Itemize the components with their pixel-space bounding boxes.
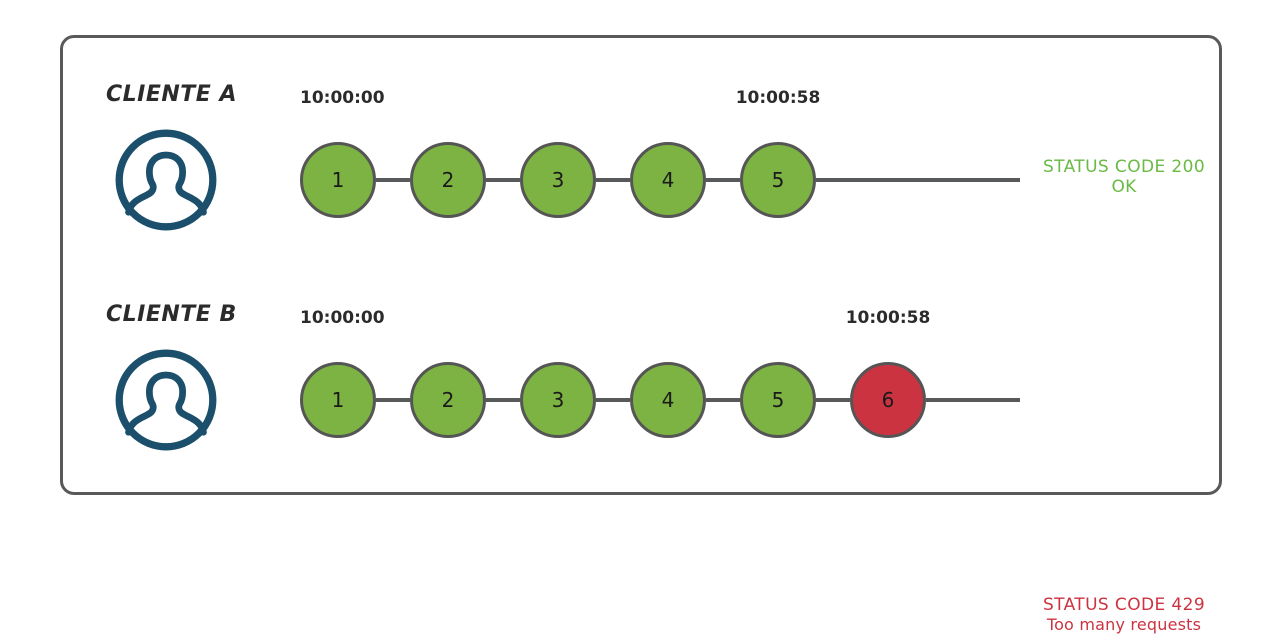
response-connector <box>926 398 1020 402</box>
timestamp-start-a: 10:00:00 <box>300 88 385 108</box>
request-node-2[interactable]: 2 <box>410 362 486 438</box>
status-text-b: Too many requests <box>1046 615 1202 634</box>
timestamp-start-b: 10:00:00 <box>300 308 385 328</box>
request-connector <box>706 398 740 402</box>
status-message-b: STATUS CODE 429 Too many requests <box>1024 595 1224 634</box>
request-node-4[interactable]: 4 <box>630 142 706 218</box>
request-node-3[interactable]: 3 <box>520 362 596 438</box>
request-connector <box>596 178 630 182</box>
request-connector <box>596 398 630 402</box>
request-connector <box>706 178 740 182</box>
request-connector <box>486 398 520 402</box>
user-avatar-icon <box>114 348 218 452</box>
client-b-label: CLIENTE B <box>106 302 237 327</box>
request-node-3[interactable]: 3 <box>520 142 596 218</box>
request-node-1[interactable]: 1 <box>300 142 376 218</box>
request-node-2[interactable]: 2 <box>410 142 486 218</box>
request-node-1[interactable]: 1 <box>300 362 376 438</box>
request-node-5[interactable]: 5 <box>740 362 816 438</box>
status-text-a: OK <box>1111 177 1137 197</box>
timestamp-end-a: 10:00:58 <box>735 88 821 108</box>
user-avatar-icon <box>114 128 218 232</box>
request-node-6[interactable]: 6 <box>850 362 926 438</box>
request-connector <box>376 178 410 182</box>
request-node-4[interactable]: 4 <box>630 362 706 438</box>
response-connector <box>816 178 1020 182</box>
status-code-b: STATUS CODE 429 <box>1042 595 1206 615</box>
status-code-a: STATUS CODE 200 <box>1042 157 1206 177</box>
client-a-label: CLIENTE A <box>106 82 238 107</box>
request-connector <box>816 398 850 402</box>
timestamp-end-b: 10:00:58 <box>845 308 931 328</box>
request-connector <box>486 178 520 182</box>
status-message-a: STATUS CODE 200 OK <box>1024 157 1224 197</box>
request-connector <box>376 398 410 402</box>
request-node-5[interactable]: 5 <box>740 142 816 218</box>
